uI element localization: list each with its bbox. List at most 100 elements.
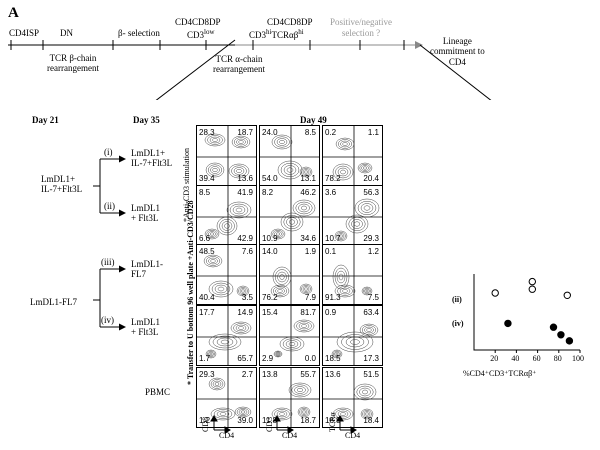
quadrant-value: 18.5 xyxy=(325,354,341,363)
quadrant-value: 40.4 xyxy=(199,293,215,302)
contour-ring xyxy=(296,321,312,331)
timeline-pointer-right xyxy=(419,44,492,100)
contour-ring xyxy=(302,286,310,292)
quadrant-value: 34.6 xyxy=(300,234,316,243)
contour-ring xyxy=(208,351,214,357)
contour-ring xyxy=(340,169,346,175)
day-49: Day 49 xyxy=(300,115,327,125)
contour-ring xyxy=(336,270,346,284)
contour-ring xyxy=(335,165,351,179)
contour-ring xyxy=(345,336,365,348)
contour-ring xyxy=(219,412,227,416)
contour-ring xyxy=(304,287,308,291)
contour-ring xyxy=(302,410,306,414)
stage-beta-selection: β- selection xyxy=(118,28,160,38)
scatter-point xyxy=(504,319,512,328)
contour-ring xyxy=(335,137,355,151)
quadrant-value: 56.3 xyxy=(363,188,379,197)
contour-ring xyxy=(362,325,376,335)
contour-ring xyxy=(359,387,371,397)
quadrant-value: 65.7 xyxy=(237,354,253,363)
quadrant-value: 3.6 xyxy=(325,188,337,197)
contour-ring xyxy=(356,385,374,399)
quadrant-value: 28.3 xyxy=(199,128,215,137)
contour-ring xyxy=(332,407,354,421)
quadrant-value: 13.8 xyxy=(262,370,278,379)
contour-ring xyxy=(360,203,374,213)
contour-ring xyxy=(350,339,360,345)
contour-ring xyxy=(216,337,234,347)
contour-ring xyxy=(335,409,351,419)
quadrant-value: 76.2 xyxy=(262,293,278,302)
contour-ring xyxy=(279,274,285,280)
contour-ring xyxy=(364,326,374,334)
scatter-xtick-label: 40 xyxy=(511,354,520,363)
stage-cd3hi-tcrhi: CD3hiTCRαβhi xyxy=(249,28,304,40)
scatter-point xyxy=(563,291,571,299)
contour-ring xyxy=(288,342,296,346)
contour-ring xyxy=(274,409,290,419)
day35-condition-pbmc: PBMC xyxy=(145,387,171,397)
contour-ring xyxy=(276,138,288,146)
scatter-xtick-label: 100 xyxy=(572,354,584,363)
contour-ring xyxy=(334,284,356,298)
scatter-xtick-label: 80 xyxy=(553,354,562,363)
contour-ring xyxy=(301,168,311,176)
contour-plot xyxy=(323,306,382,365)
contour-ring xyxy=(298,322,310,330)
contour-ring xyxy=(361,286,373,296)
quadrant-value: 8.2 xyxy=(262,188,274,197)
quadrant-value: 2.7 xyxy=(241,370,253,379)
contour-ring xyxy=(271,134,293,150)
contour-ring xyxy=(293,319,315,333)
contour-ring xyxy=(359,323,379,337)
contour-ring xyxy=(286,167,294,173)
contour-ring xyxy=(275,269,289,285)
contour-ring xyxy=(348,217,366,231)
contour-ring xyxy=(203,254,223,268)
day-21: Day 21 xyxy=(32,115,59,125)
quadrant-value: 17.7 xyxy=(199,308,215,317)
contour-ring xyxy=(232,205,246,215)
quadrant-value: 3.5 xyxy=(241,293,253,302)
contour-ring xyxy=(208,333,242,351)
contour-ring xyxy=(233,167,245,175)
contour-plot xyxy=(197,368,256,427)
contour-ring xyxy=(209,352,213,356)
contour-ring xyxy=(334,267,348,287)
contour-ring xyxy=(340,140,350,148)
contour-plot xyxy=(260,245,319,304)
contour-ring xyxy=(276,352,280,356)
contour-ring xyxy=(363,205,371,211)
quadrant-value: 10.7 xyxy=(325,234,341,243)
quadrant-value: 14.0 xyxy=(262,247,278,256)
contour-ring xyxy=(220,339,230,345)
contour-ring xyxy=(342,289,348,293)
contour-ring xyxy=(364,288,370,294)
contour-ring xyxy=(217,286,225,292)
contour-plot xyxy=(197,245,256,304)
contour-ring xyxy=(365,412,369,416)
contour-ring xyxy=(338,139,352,149)
scatter-point xyxy=(549,323,558,331)
contour-ring xyxy=(239,288,247,294)
contour-ring xyxy=(363,166,367,170)
scatter-axis xyxy=(473,274,580,351)
contour-ring xyxy=(210,259,216,263)
contour-ring xyxy=(299,166,313,178)
contour-ring xyxy=(333,350,341,358)
contour-plot xyxy=(260,186,319,245)
contour-ring xyxy=(212,138,218,142)
contour-ring xyxy=(210,379,224,389)
contour-ring xyxy=(359,164,371,172)
timeline-pointer-left xyxy=(155,39,236,100)
scatter-row-iv: (iv) xyxy=(452,319,464,328)
roman-iii: (iii) xyxy=(101,257,115,267)
